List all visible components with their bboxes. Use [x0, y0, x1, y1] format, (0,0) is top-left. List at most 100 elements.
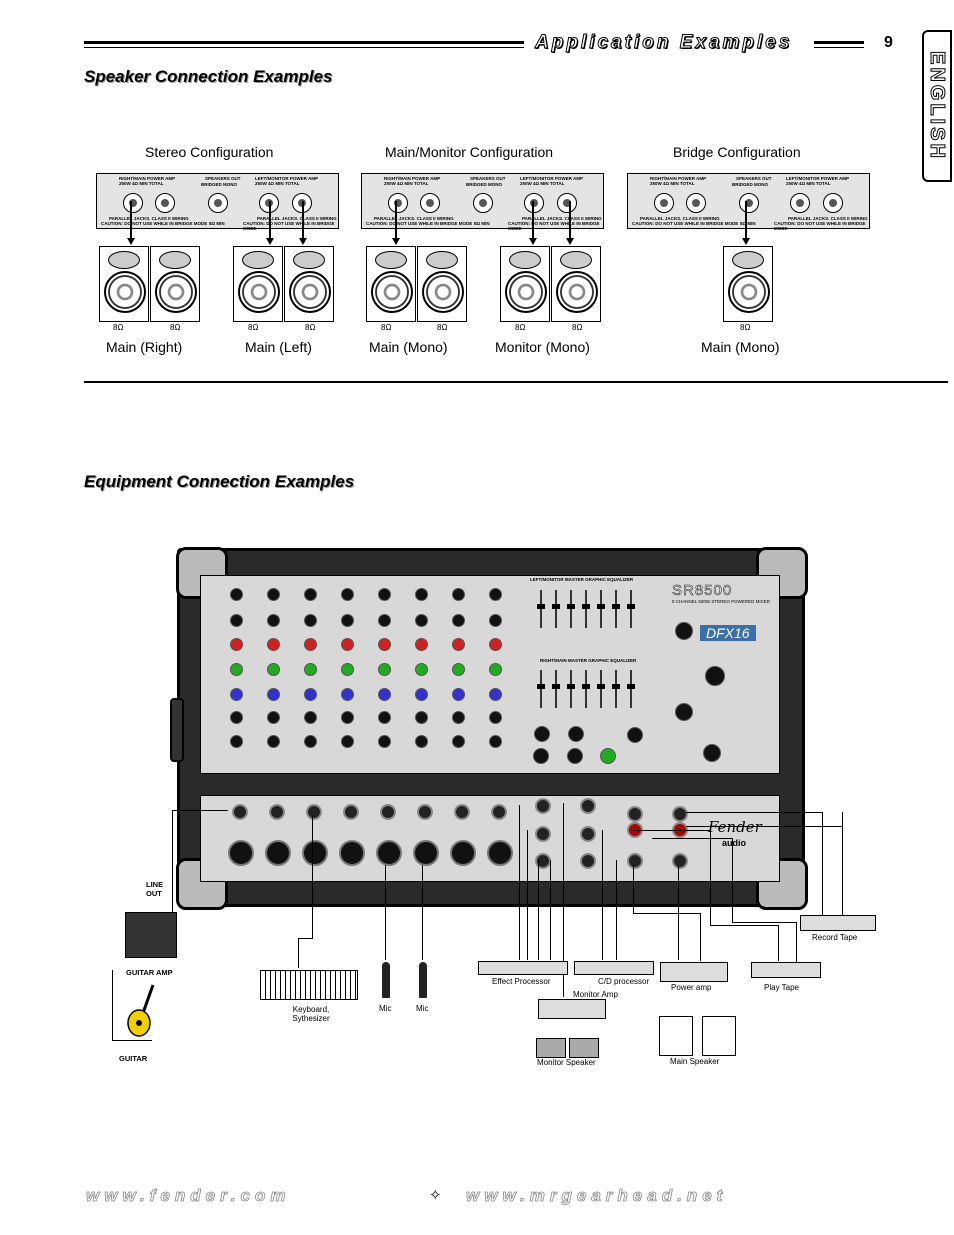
footer-url-mrgearhead[interactable]: www.mrgearhead.net	[466, 1186, 728, 1206]
knob-icon[interactable]	[341, 638, 354, 651]
xlr-input-jack[interactable]	[302, 840, 328, 866]
knob-icon[interactable]	[452, 688, 465, 701]
knob-icon[interactable]	[267, 663, 280, 676]
footer-url-fender[interactable]: www.fender.com	[86, 1186, 291, 1206]
knob-icon[interactable]	[415, 735, 428, 748]
eq-fader[interactable]	[597, 670, 605, 708]
monitor-out-jack[interactable]	[580, 798, 596, 814]
knob-icon[interactable]	[341, 663, 354, 676]
eq-fader[interactable]	[627, 670, 635, 708]
monitor-knob[interactable]	[600, 748, 616, 764]
knob-icon[interactable]	[341, 711, 354, 724]
line-input-jack[interactable]	[343, 804, 359, 820]
knob-icon[interactable]	[378, 638, 391, 651]
line-input-jack[interactable]	[232, 804, 248, 820]
eq-fader[interactable]	[567, 590, 575, 628]
eq-fader[interactable]	[582, 670, 590, 708]
dfx-send-knob[interactable]	[567, 748, 583, 764]
knob-icon[interactable]	[230, 638, 243, 651]
knob-icon[interactable]	[378, 614, 391, 627]
knob-icon[interactable]	[230, 663, 243, 676]
main-out-jack[interactable]	[627, 853, 643, 869]
knob-icon[interactable]	[304, 711, 317, 724]
eq-fader[interactable]	[567, 670, 575, 708]
xlr-input-jack[interactable]	[487, 840, 513, 866]
knob-icon[interactable]	[230, 588, 243, 601]
knob-icon[interactable]	[378, 588, 391, 601]
knob-icon[interactable]	[378, 663, 391, 676]
knob-icon[interactable]	[452, 711, 465, 724]
knob-icon[interactable]	[415, 663, 428, 676]
knob-icon[interactable]	[267, 735, 280, 748]
knob-icon[interactable]	[230, 735, 243, 748]
effects-send-knob[interactable]	[627, 727, 643, 743]
knob-icon[interactable]	[267, 588, 280, 601]
knob-icon[interactable]	[341, 735, 354, 748]
knob-icon[interactable]	[452, 588, 465, 601]
knob-icon[interactable]	[230, 688, 243, 701]
knob-icon[interactable]	[267, 638, 280, 651]
dfx-send-knob[interactable]	[568, 726, 584, 742]
effects-return-knob[interactable]	[533, 748, 549, 764]
effects-return-jack[interactable]	[535, 826, 551, 842]
aux-in-jack[interactable]	[580, 853, 596, 869]
knob-icon[interactable]	[304, 638, 317, 651]
knob-icon[interactable]	[489, 638, 502, 651]
line-input-jack[interactable]	[454, 804, 470, 820]
tape-in-jack[interactable]	[627, 806, 643, 822]
main-out-jack[interactable]	[672, 853, 688, 869]
xlr-input-jack[interactable]	[228, 840, 254, 866]
eq-fader[interactable]	[627, 590, 635, 628]
line-input-jack[interactable]	[417, 804, 433, 820]
knob-icon[interactable]	[341, 588, 354, 601]
knob-icon[interactable]	[415, 711, 428, 724]
eq-fader[interactable]	[612, 590, 620, 628]
effects-send-jack[interactable]	[535, 798, 551, 814]
knob-icon[interactable]	[304, 735, 317, 748]
eq-fader[interactable]	[552, 590, 560, 628]
language-tab[interactable]: ENGLISH	[922, 30, 952, 182]
aux-in-jack[interactable]	[580, 826, 596, 842]
knob-icon[interactable]	[452, 663, 465, 676]
eq-fader[interactable]	[537, 590, 545, 628]
xlr-input-jack[interactable]	[413, 840, 439, 866]
eq-fader[interactable]	[582, 590, 590, 628]
eq-fader[interactable]	[612, 670, 620, 708]
knob-icon[interactable]	[452, 735, 465, 748]
xlr-input-jack[interactable]	[265, 840, 291, 866]
knob-icon[interactable]	[230, 711, 243, 724]
knob-icon[interactable]	[341, 688, 354, 701]
knob-icon[interactable]	[267, 711, 280, 724]
knob-icon[interactable]	[489, 711, 502, 724]
xlr-input-jack[interactable]	[339, 840, 365, 866]
master-knob[interactable]	[675, 703, 693, 721]
line-input-jack[interactable]	[380, 804, 396, 820]
master-knob[interactable]	[675, 622, 693, 640]
eq-fader[interactable]	[537, 670, 545, 708]
dfx-master-knob[interactable]	[703, 744, 721, 762]
knob-icon[interactable]	[489, 614, 502, 627]
effects-return-knob[interactable]	[534, 726, 550, 742]
knob-icon[interactable]	[489, 588, 502, 601]
eq-fader[interactable]	[552, 670, 560, 708]
knob-icon[interactable]	[415, 688, 428, 701]
knob-icon[interactable]	[489, 735, 502, 748]
knob-icon[interactable]	[415, 588, 428, 601]
knob-icon[interactable]	[415, 614, 428, 627]
line-input-jack[interactable]	[491, 804, 507, 820]
knob-icon[interactable]	[341, 614, 354, 627]
eq-fader[interactable]	[597, 590, 605, 628]
knob-icon[interactable]	[489, 688, 502, 701]
xlr-input-jack[interactable]	[450, 840, 476, 866]
tape-out-jack[interactable]	[672, 806, 688, 822]
knob-icon[interactable]	[267, 614, 280, 627]
knob-icon[interactable]	[304, 588, 317, 601]
line-input-jack[interactable]	[269, 804, 285, 820]
line-input-jack[interactable]	[306, 804, 322, 820]
knob-icon[interactable]	[304, 688, 317, 701]
knob-icon[interactable]	[267, 688, 280, 701]
knob-icon[interactable]	[304, 663, 317, 676]
knob-icon[interactable]	[489, 663, 502, 676]
knob-icon[interactable]	[378, 688, 391, 701]
dfx-program-knob[interactable]	[705, 666, 725, 686]
